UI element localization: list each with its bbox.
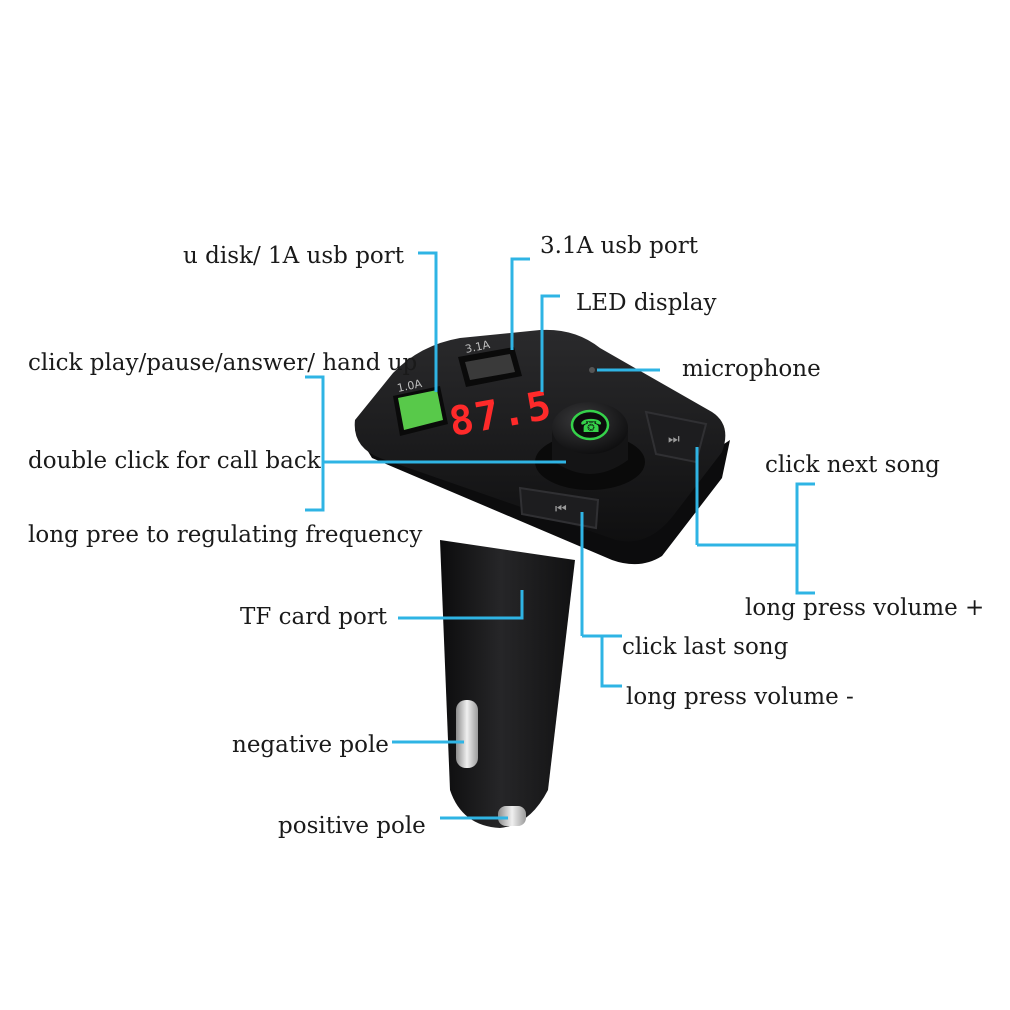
leader-u-disk-port [418,251,438,392]
leader-led-display [540,294,560,392]
usb-left-rating: 1.0A [396,377,424,395]
label-usb-31a-port: 3.1A usb port [540,233,698,259]
label-led-display: LED display [576,290,717,316]
label-microphone: microphone [682,356,821,382]
usb-port-1a [393,386,448,436]
leader-last-song-bracket [600,634,622,688]
plug-shaft [440,540,575,828]
label-long-press-frequency: long pree to regulating frequency [28,522,423,548]
negative-pole-contact [456,700,478,768]
label-double-click: double click for call back [28,448,321,474]
label-u-disk-port: u disk/ 1A usb port [183,243,405,269]
previous-track-icon: ⏮ [555,502,567,517]
label-click-next-song: click next song [765,452,940,478]
label-click-last-song: click last song [622,634,789,660]
label-tf-card-port: TF card port [240,604,388,630]
positive-pole-pin [498,806,526,826]
multifunction-knob[interactable] [535,402,645,490]
label-negative-pole: negative pole [232,732,389,758]
leader-lines [305,251,815,820]
leader-knob-bracket [305,375,325,512]
leader-usb-31a [510,257,530,350]
next-track-icon: ⏭ [668,432,680,447]
head-top-face [354,329,726,542]
phone-icon: ☎ [580,416,602,437]
car-charger-device: 1.0A 3.1A 87.5 ☎ ⏭ ⏮ [354,329,730,828]
leader-next-song-bracket [795,482,815,595]
label-positive-pole: positive pole [278,813,426,839]
label-long-press-volume-down: long press volume - [626,684,854,710]
label-click-play: click play/pause/answer/ hand up [28,350,418,376]
previous-track-button[interactable] [518,486,600,530]
label-long-press-volume-up: long press volume + [745,595,985,621]
microphone-hole [589,367,595,373]
usb-port-3a [458,347,522,387]
usb-right-rating: 3.1A [464,338,492,356]
leader-tf-card [398,590,524,620]
